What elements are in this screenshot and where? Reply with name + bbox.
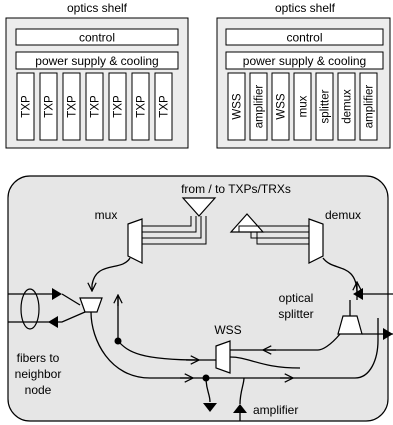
splitter-to-wss: [317, 333, 341, 351]
card-left-1: TXP: [16, 72, 35, 141]
card-label: TXP: [113, 95, 125, 118]
card-label: WSS: [276, 93, 288, 120]
right-out-arrow-icon: [353, 288, 363, 300]
card-left-4: TXP: [85, 72, 104, 141]
card-left-2: TXP: [39, 72, 58, 141]
control-label-right: control: [286, 31, 322, 45]
card-label: TXP: [67, 95, 79, 118]
optics-shelf-right: optics shelf control power supply & cool…: [216, 1, 391, 149]
optical-splitter-label-2: splitter: [278, 307, 313, 321]
card-slot: [62, 72, 81, 141]
card-label: mux: [298, 95, 310, 117]
card-slot: [108, 72, 127, 141]
wss-lower-line: [229, 356, 301, 369]
card-slot: [227, 72, 246, 141]
demux-channel-bus: [238, 225, 309, 245]
card-label: splitter: [320, 89, 332, 123]
amplifier-label: amplifier: [253, 403, 298, 417]
demux-icon: [308, 218, 324, 264]
incoming-arrow-icon: [52, 288, 62, 300]
card-label: TXP: [136, 95, 148, 118]
fibers-label-1: fibers to: [17, 351, 60, 365]
optics-shelf-left: optics shelf control power supply & cool…: [5, 1, 189, 149]
amplifier-up-icon: [233, 404, 247, 413]
card-right-wss-2: WSS: [271, 72, 290, 141]
fibers-label-2: neighbor: [15, 367, 62, 381]
wss-icon: [215, 340, 231, 374]
card-right-mux: mux: [293, 72, 312, 141]
mux-icon: [127, 218, 143, 264]
fiber-to-combiner: [61, 293, 81, 306]
card-slot: [249, 72, 268, 141]
card-right-amplifier-2: amplifier: [359, 72, 378, 141]
right-in-arrow-icon: [383, 328, 393, 340]
card-left-3: TXP: [62, 72, 81, 141]
card-left-7: TXP: [154, 72, 173, 141]
card-right-demux: demux: [337, 72, 356, 141]
card-slot: [271, 72, 290, 141]
card-label: TXP: [44, 95, 56, 118]
power-box-right: [225, 51, 384, 70]
card-slot: [337, 72, 356, 141]
txp-trx-label: from / to TXPs/TRXs: [181, 182, 291, 196]
card-label: TXP: [21, 95, 33, 118]
fiber-bundle-ellipse: [20, 288, 40, 330]
card-label: TXP: [90, 95, 102, 118]
card-label: WSS: [232, 93, 244, 120]
control-box-left: [15, 28, 179, 46]
optical-splitter-label-1: optical: [279, 291, 314, 305]
card-label: TXP: [159, 95, 171, 118]
control-box-right: [225, 28, 384, 46]
amplifier-down-icon: [203, 403, 217, 412]
power-box-left: [15, 51, 179, 70]
power-label-right: power supply & cooling: [243, 54, 366, 68]
card-slot: [293, 72, 312, 141]
control-label-left: control: [79, 31, 115, 45]
shelf-title-left: optics shelf: [67, 1, 128, 15]
card-right-wss-1: WSS: [227, 72, 246, 141]
power-label-left: power supply & cooling: [35, 54, 158, 68]
card-label: amplifier: [364, 85, 376, 129]
amplifier-drop-line: [205, 377, 211, 403]
left-combiner-icon: [79, 297, 103, 313]
node-enclosure: [7, 175, 389, 422]
card-left-6: TXP: [131, 72, 150, 141]
card-right-amplifier-1: amplifier: [249, 72, 268, 141]
card-slot: [16, 72, 35, 141]
demux-label: demux: [325, 208, 361, 222]
card-label: demux: [342, 89, 354, 124]
mux-channel-bus: [142, 216, 207, 245]
card-label: amplifier: [254, 85, 266, 129]
card-slot: [359, 72, 378, 141]
card-slot: [131, 72, 150, 141]
drop-triangle-icon: [181, 197, 217, 217]
card-slot: [315, 72, 334, 141]
card-slot: [85, 72, 104, 141]
card-slot: [39, 72, 58, 141]
shelf-title-right: optics shelf: [275, 1, 336, 15]
outgoing-arrow-icon: [48, 316, 58, 328]
amplifier-add-link: [239, 377, 245, 405]
card-left-5: TXP: [108, 72, 127, 141]
card-right-splitter: splitter: [315, 72, 334, 141]
fibers-label-3: node: [25, 383, 52, 397]
roadm-node-diagram: from / to TXPs/TRXs mux demux: [7, 175, 393, 422]
mux-output-fiber: [92, 257, 131, 290]
wss-label: WSS: [214, 323, 241, 337]
express-fiber-lower: [90, 311, 379, 379]
card-slot: [154, 72, 173, 141]
outgoing-fiber-left: [8, 311, 86, 323]
mux-label: mux: [95, 208, 118, 222]
